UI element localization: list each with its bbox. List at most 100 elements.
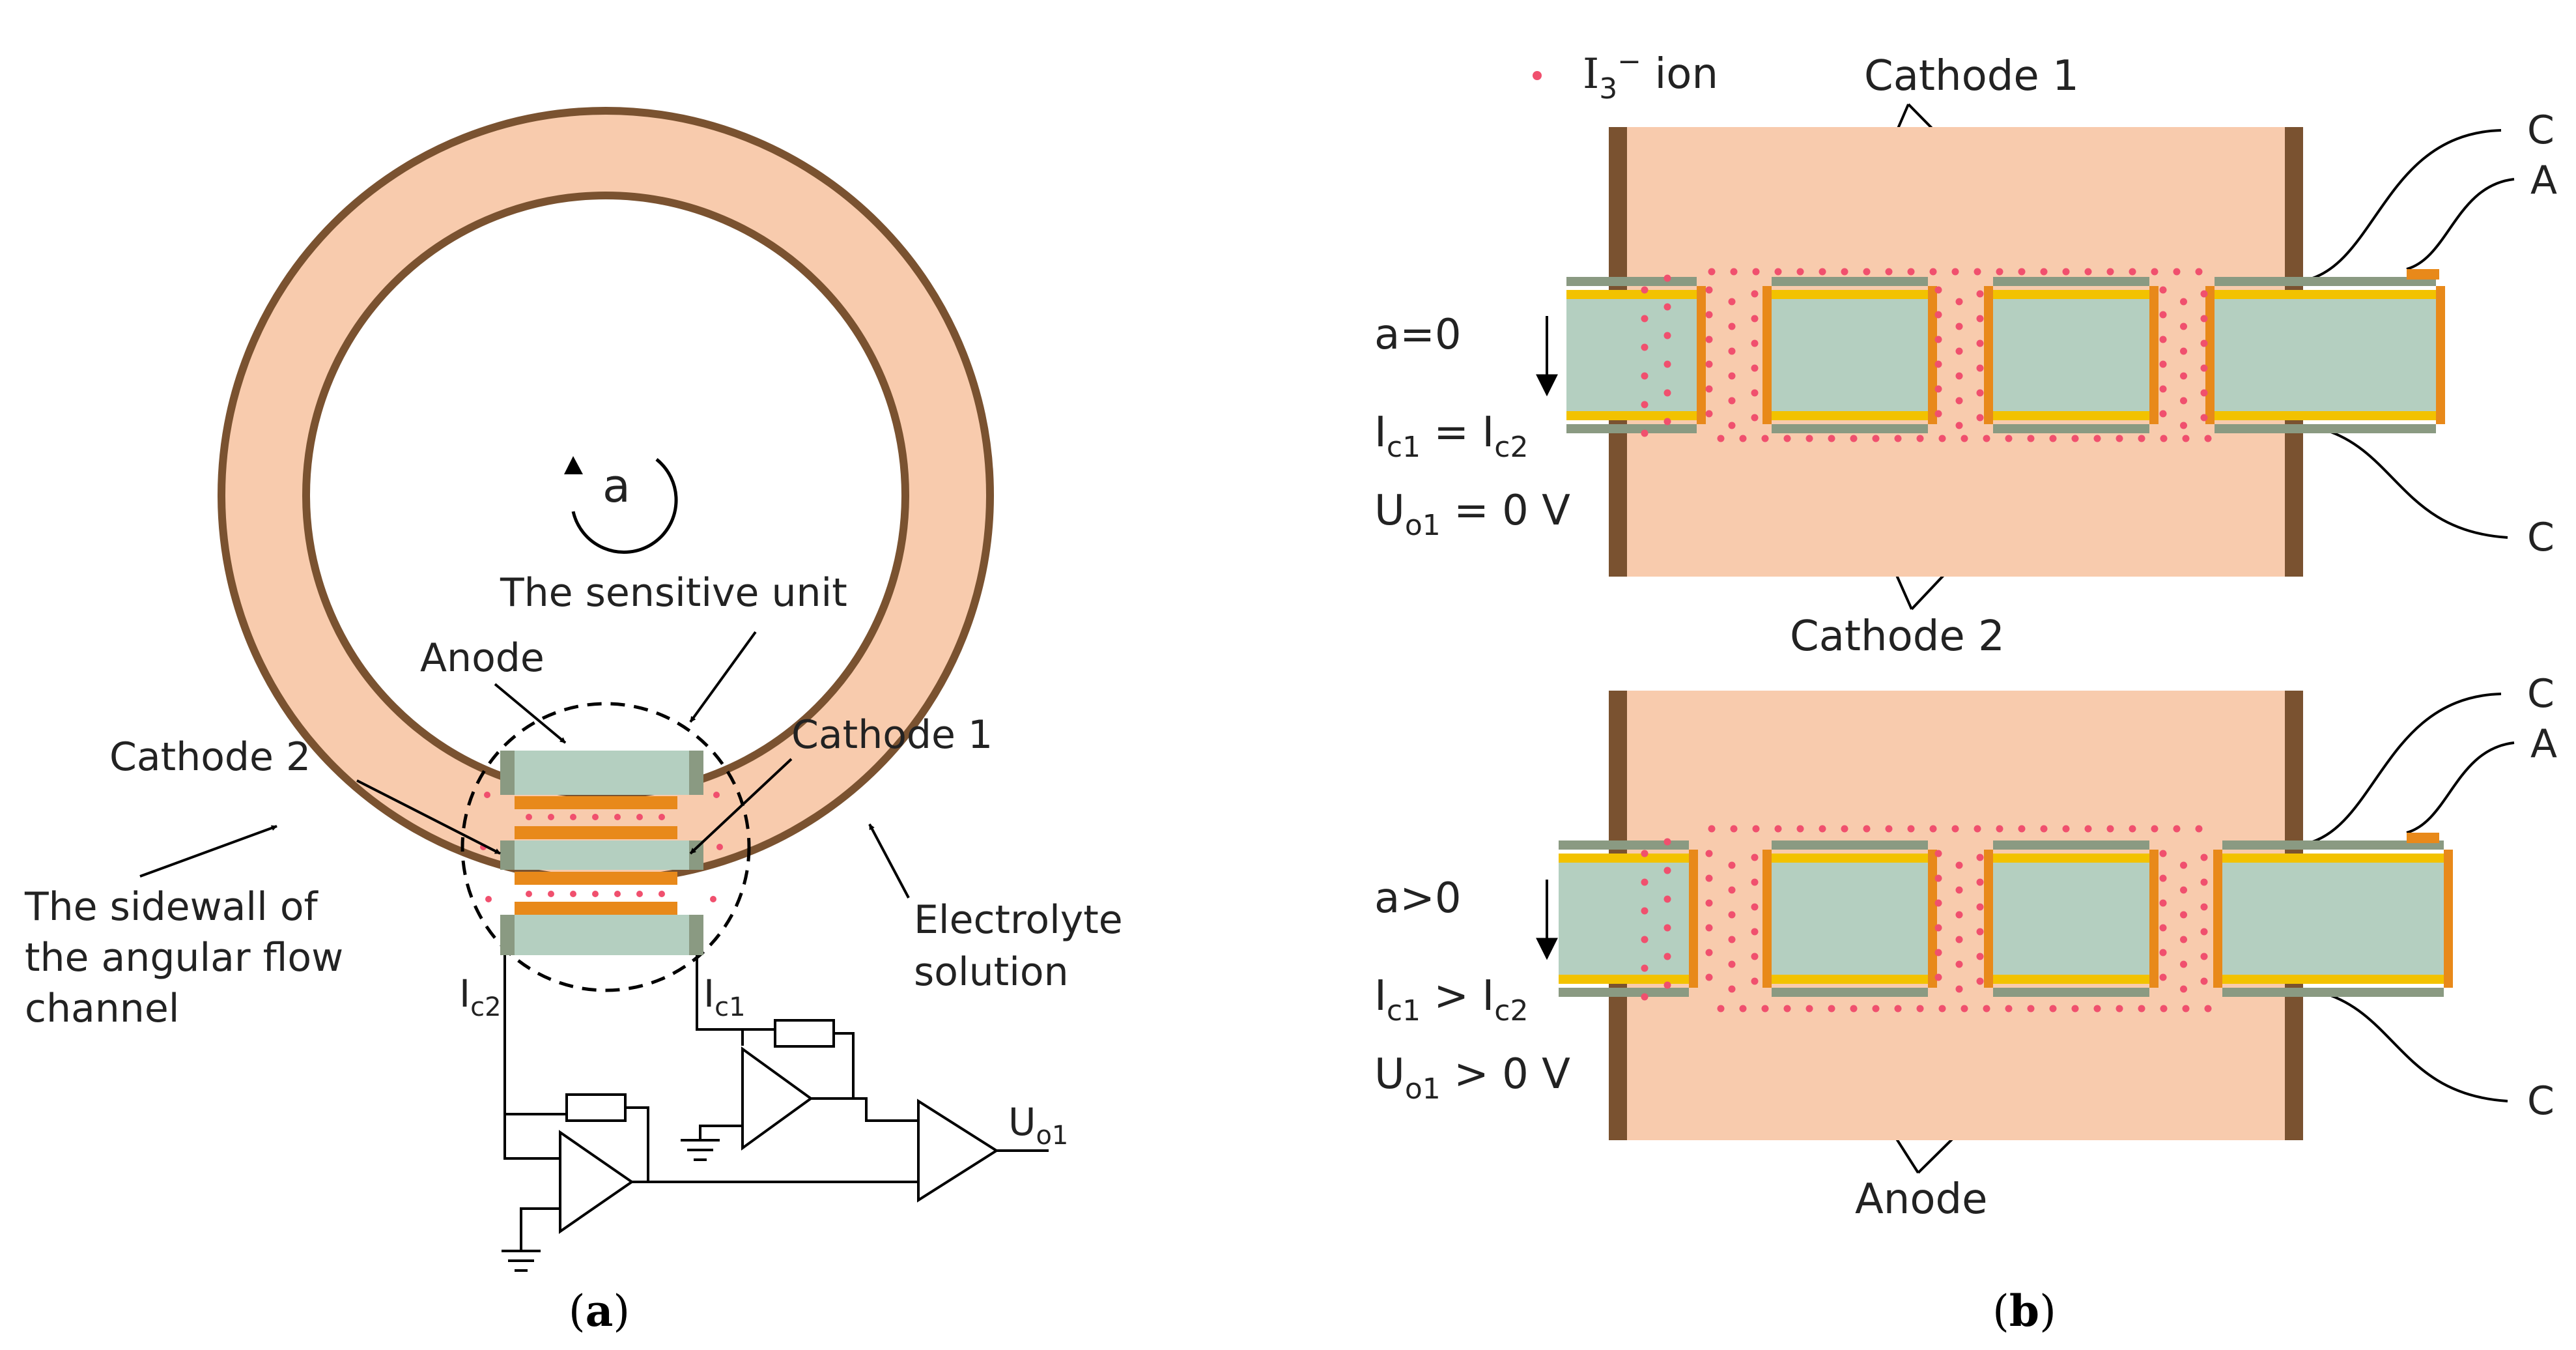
cathode2-cap (1772, 988, 1928, 997)
ion-dot (710, 896, 716, 902)
orange-side-right (1928, 286, 1937, 424)
electrode-body (2215, 290, 2436, 420)
electrode-1 (1566, 277, 1706, 433)
ion-dot (1751, 977, 1759, 985)
orange-side-left (1762, 286, 1772, 424)
ion-dot (1976, 414, 1984, 422)
wire-a (2406, 741, 2515, 834)
ion-dot (2093, 435, 2101, 442)
ion-dot (2173, 825, 2181, 833)
ion-dot (1894, 435, 1902, 442)
ion-dot (2018, 268, 2026, 276)
ion-dot (1717, 1005, 1725, 1012)
ion-dot (1663, 418, 1671, 425)
orange-side-left (2213, 850, 2222, 988)
ic2-symbol: Ic2 (459, 971, 502, 1022)
ion-dot (1929, 268, 1937, 276)
ion-dot (592, 814, 599, 820)
terminal-a: A (2530, 158, 2557, 203)
ion-dot (1641, 936, 1649, 943)
ion-dot (1976, 928, 1984, 936)
ion-dot (2160, 435, 2168, 442)
ion-dot (1751, 364, 1759, 372)
ion-dot (2180, 347, 2187, 355)
orange-side-right (1928, 850, 1937, 988)
ion-dot (2180, 372, 2187, 380)
ion-dot (1976, 854, 1984, 861)
cathode1-cap (1566, 277, 1697, 286)
ion-dot (1728, 960, 1736, 968)
ion-dot (2116, 435, 2123, 442)
ion-dot (1938, 1005, 1946, 1012)
ion-dot (2151, 825, 2158, 833)
ion-legend-dot (1533, 71, 1542, 80)
ion-dot (2200, 903, 2208, 911)
ion-dot (485, 896, 492, 902)
cathode1-cap (2222, 840, 2444, 850)
ion-dot (2180, 397, 2187, 405)
anode-strip-top (1772, 854, 1928, 863)
anode-strip-top (1559, 854, 1689, 863)
ion-dot (1751, 389, 1759, 397)
ion-dot (1828, 435, 1835, 442)
ion-dot (1663, 895, 1671, 903)
ion-dot (1728, 372, 1736, 380)
ion-dot (1805, 1005, 1813, 1012)
ion-dot (1907, 825, 1915, 833)
opamp-1 (559, 1130, 634, 1234)
ion-dot (1739, 435, 1747, 442)
ion-dot (1976, 290, 1984, 298)
sidewall-label-line2: the angular flow (25, 935, 343, 981)
anode-strip-bottom (1993, 975, 2149, 984)
ion-dot (2062, 268, 2070, 276)
ion-dot (1819, 268, 1826, 276)
ion-dot (2027, 435, 2035, 442)
ion-dot (2180, 861, 2187, 869)
ion-dot (1934, 874, 1942, 882)
anode-strip-top (1993, 854, 2149, 863)
ion-dot (2180, 886, 2187, 894)
ion-dot (548, 891, 554, 897)
top-electrode-block (500, 751, 703, 795)
ion-dot (1752, 825, 1760, 833)
ion-dot (1705, 286, 1713, 294)
cathode2-label-b: Cathode 2 (1790, 612, 2005, 661)
ion-dot (2200, 977, 2208, 985)
ion-dot (2200, 339, 2208, 347)
anode-plate-bottom (515, 872, 677, 885)
ground-symbol-2 (681, 1139, 720, 1161)
anode-strip-bottom (1772, 975, 1928, 984)
orange-side-right (1697, 286, 1706, 424)
ion-dot (1955, 936, 1963, 943)
ion-dot (2159, 385, 2167, 393)
electrolyte-arrow (868, 824, 910, 898)
ion-dot (1976, 878, 1984, 886)
ion-dot (1885, 825, 1893, 833)
ion-dot (1863, 268, 1871, 276)
electrode-body (1772, 290, 1928, 420)
lead-wires (2305, 693, 2515, 1102)
ion-dot (1955, 397, 1963, 405)
ion-dot (1955, 372, 1963, 380)
ion-dot (1974, 825, 1981, 833)
rotation-arrow-icon (571, 458, 678, 554)
middle-electrode-block (500, 840, 703, 870)
ion-dot (526, 814, 532, 820)
ground-symbol-1 (502, 1250, 541, 1272)
ion-dot (1751, 878, 1759, 886)
ion-dot (2018, 825, 2026, 833)
ion-dot (1960, 435, 1968, 442)
ion-dot (1934, 850, 1942, 857)
ic1-symbol: Ic1 (703, 971, 746, 1022)
ion-dot (1951, 268, 1959, 276)
ion-dot (2049, 435, 2057, 442)
ion-dot (1641, 964, 1649, 972)
ion-dot (1955, 422, 1963, 429)
ion-dot (2071, 435, 2079, 442)
electrode-1 (1559, 840, 1698, 997)
feedback-resistor-2 (774, 1019, 835, 1048)
ion-dot (1641, 343, 1649, 351)
electrode-2 (1762, 840, 1937, 997)
electrode-3 (1984, 840, 2158, 997)
ion-dot (1841, 825, 1848, 833)
